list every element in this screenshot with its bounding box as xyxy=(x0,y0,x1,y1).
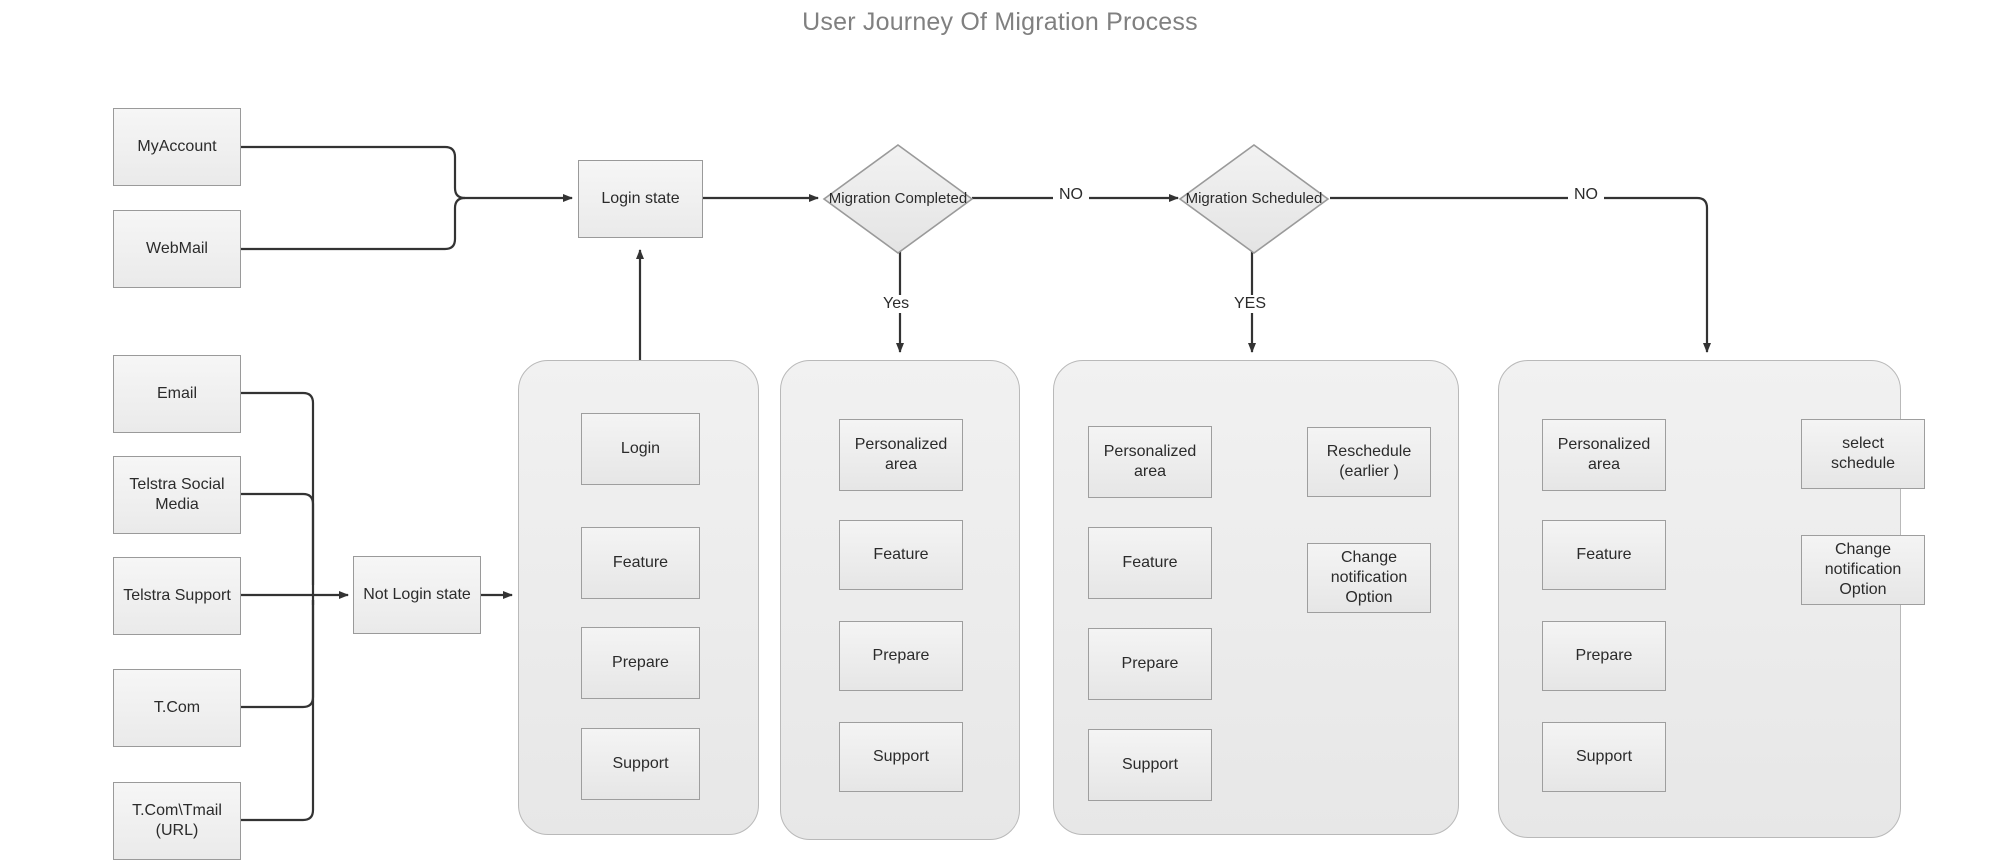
group4-item-prepare[interactable]: Prepare xyxy=(1542,621,1666,691)
edge-label-completed-no: NO xyxy=(1053,186,1089,204)
node-not-login-state[interactable]: Not Login state xyxy=(353,556,481,634)
group1-item-prepare[interactable]: Prepare xyxy=(581,627,700,699)
group4-side-select-schedule[interactable]: select schedule xyxy=(1801,419,1925,489)
diamond-shape xyxy=(1178,144,1330,254)
group3-item-feature[interactable]: Feature xyxy=(1088,527,1212,599)
group2-item-feature[interactable]: Feature xyxy=(839,520,963,590)
group3-item-personalized-area[interactable]: Personalized area xyxy=(1088,426,1212,498)
edge-social-to-notlogin xyxy=(240,492,315,585)
group3-item-prepare[interactable]: Prepare xyxy=(1088,628,1212,700)
node-tcom[interactable]: T.Com xyxy=(113,669,241,747)
edge-webmail-to-login xyxy=(240,196,466,251)
group4-item-feature[interactable]: Feature xyxy=(1542,520,1666,590)
group2-item-prepare[interactable]: Prepare xyxy=(839,621,963,691)
group3-item-support[interactable]: Support xyxy=(1088,729,1212,801)
edge-myaccount-to-login xyxy=(240,145,573,202)
group4-item-support[interactable]: Support xyxy=(1542,722,1666,792)
edge-label-scheduled-no: NO xyxy=(1568,186,1604,204)
group1-item-login[interactable]: Login xyxy=(581,413,700,485)
group1-item-support[interactable]: Support xyxy=(581,728,700,800)
group2-item-support[interactable]: Support xyxy=(839,722,963,792)
node-telstra-support[interactable]: Telstra Support xyxy=(113,557,241,635)
group2-item-personalized-area[interactable]: Personalized area xyxy=(839,419,963,491)
group-migration-not-scheduled: Personalized area Feature Prepare Suppor… xyxy=(1498,360,1925,838)
node-tcom-tmail-url[interactable]: T.Com\Tmail (URL) xyxy=(113,782,241,860)
group3-side-change-notification-option[interactable]: Change notification Option xyxy=(1307,543,1431,613)
edge-tcom-to-notlogin xyxy=(240,600,315,709)
group4-side-change-notification-option[interactable]: Change notification Option xyxy=(1801,535,1925,605)
diamond-shape xyxy=(822,144,974,254)
node-telstra-social-media[interactable]: Telstra Social Media xyxy=(113,456,241,534)
edge-scheduled-no-to-group4 xyxy=(1330,196,1711,353)
node-myaccount[interactable]: MyAccount xyxy=(113,108,241,186)
group-migration-scheduled: Personalized area Feature Prepare Suppor… xyxy=(1053,360,1459,835)
node-login-state[interactable]: Login state xyxy=(578,160,703,238)
edge-tcomtmail-to-notlogin xyxy=(240,600,315,822)
edge-label-scheduled-yes: YES xyxy=(1228,295,1273,313)
decision-migration-completed[interactable]: Migration Completed xyxy=(822,143,974,255)
group-migration-completed: Personalized area Feature Prepare Suppor… xyxy=(780,360,1020,840)
group1-item-feature[interactable]: Feature xyxy=(581,527,700,599)
page-title: User Journey Of Migration Process xyxy=(802,8,1198,36)
node-webmail[interactable]: WebMail xyxy=(113,210,241,288)
edge-label-completed-yes: Yes xyxy=(877,295,916,313)
node-email[interactable]: Email xyxy=(113,355,241,433)
group3-side-reschedule[interactable]: Reschedule (earlier ) xyxy=(1307,427,1431,497)
edge-email-to-notlogin xyxy=(240,391,315,585)
decision-migration-scheduled[interactable]: Migration Scheduled xyxy=(1178,143,1330,255)
group-not-login: Login Feature Prepare Support xyxy=(518,360,759,835)
group4-item-personalized-area[interactable]: Personalized area xyxy=(1542,419,1666,491)
